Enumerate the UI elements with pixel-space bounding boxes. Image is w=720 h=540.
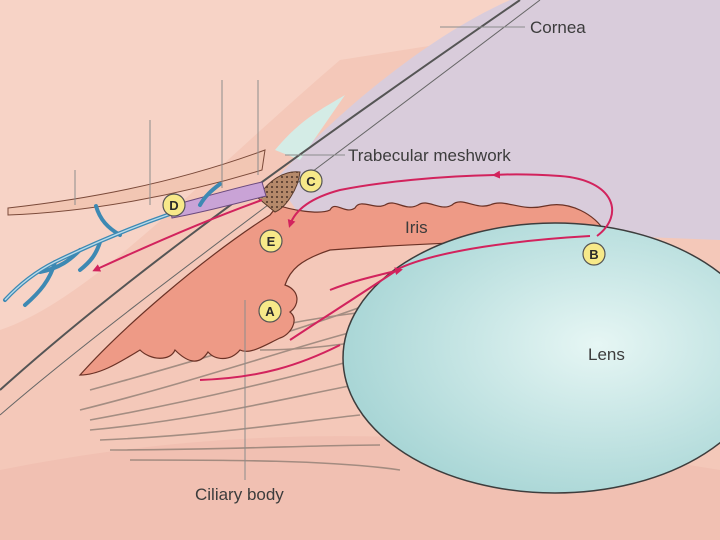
lens-label: Lens <box>588 345 625 364</box>
marker-c: C <box>300 170 322 192</box>
marker-e-label: E <box>267 234 276 249</box>
marker-d-label: D <box>169 198 178 213</box>
trabecular-meshwork-label: Trabecular meshwork <box>348 146 511 165</box>
marker-c-label: C <box>306 174 316 189</box>
marker-e: E <box>260 230 282 252</box>
marker-d: D <box>163 194 185 216</box>
ciliary-body-label: Ciliary body <box>195 485 284 504</box>
marker-a: A <box>259 300 281 322</box>
cornea-label: Cornea <box>530 18 586 37</box>
marker-b: B <box>583 243 605 265</box>
marker-a-label: A <box>265 304 275 319</box>
iris-label: Iris <box>405 218 428 237</box>
marker-b-label: B <box>589 247 598 262</box>
